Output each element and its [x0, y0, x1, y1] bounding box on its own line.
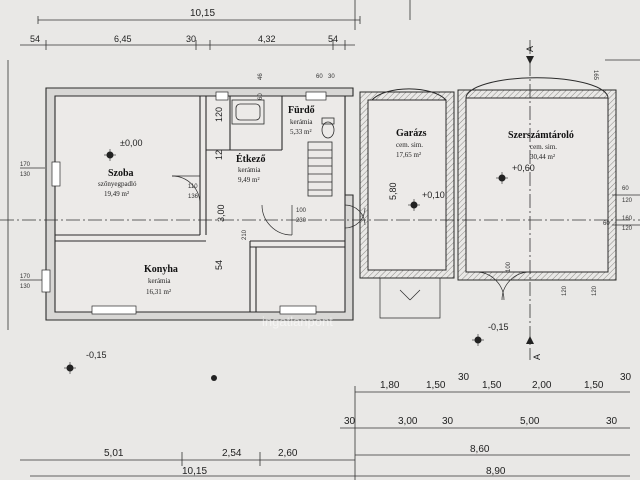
dim-win-100: 100	[506, 261, 512, 272]
dim-bottom-row2-e: 30	[606, 416, 618, 427]
dim-bottom-row1-g: 30	[620, 372, 632, 383]
dim-win-120-b: 120	[592, 285, 598, 296]
dim-right-60-b: 60	[603, 221, 610, 227]
dim-bottom-total-left: 10,15	[182, 466, 207, 477]
dim-right-60: 60	[622, 186, 629, 192]
dim-garazs-height: 5,80	[388, 182, 398, 200]
right-dimensions	[605, 59, 640, 226]
dim-left-170-b: 170	[20, 274, 31, 280]
room-material-konyha: kerámia	[148, 277, 171, 285]
room-name-furdo: Fürdő	[288, 105, 315, 116]
dim-top-right-30: 30	[328, 74, 335, 80]
room-name-garazs: Garázs	[396, 128, 427, 139]
dim-right-120: 120	[622, 198, 633, 204]
top-dimensions	[20, 0, 411, 50]
room-material-szoba: szőnyegpadló	[98, 180, 137, 188]
room-material-furdo: kerámia	[290, 118, 313, 126]
dim-top-54-left: 54	[30, 34, 40, 44]
dim-60-top: 60	[258, 93, 264, 100]
room-area-garazs: 17,65 m²	[396, 151, 421, 159]
dim-bottom-row2-a: 30	[344, 416, 356, 427]
left-dimensions	[7, 60, 45, 330]
dim-bottom-row1-e: 2,00	[532, 380, 552, 391]
dim-54: 54	[214, 260, 224, 270]
section-label-bottom: A	[532, 354, 542, 360]
interior-dimensions: 5,80 3,00 12 120 54 210 110 136 100 230 …	[188, 73, 598, 296]
dim-left-130-b: 130	[20, 284, 31, 290]
dim-win-120-a: 120	[562, 285, 568, 296]
dim-12: 12	[214, 150, 224, 160]
dim-door-100: 100	[296, 208, 307, 214]
dim-left-130-a: 130	[20, 172, 31, 178]
level-marker-crosses	[64, 149, 508, 374]
level-garazs: +0,10	[422, 190, 445, 200]
section-arrow-top	[526, 56, 534, 64]
room-labels: Szoba szőnyegpadló 19,49 m² Fürdő kerámi…	[98, 105, 574, 296]
level-outside-right: -0,15	[488, 322, 509, 332]
dim-210: 210	[242, 229, 248, 240]
room-name-etkezo: Étkező	[236, 153, 265, 165]
dim-bottom-row2-c: 30	[442, 416, 454, 427]
dim-top-right-165: 165	[592, 70, 598, 81]
level-szerszam: +0,60	[512, 163, 535, 173]
dim-bottom-row1-c: 30	[458, 372, 470, 383]
room-area-etkezo: 9,49 m²	[238, 176, 260, 184]
dim-top-seg-4: 54	[328, 34, 338, 44]
dim-bottom-row1-a: 1,80	[380, 380, 400, 391]
room-name-szerszam: Szerszámtároló	[508, 130, 574, 141]
dim-top-seg-3: 4,32	[258, 34, 276, 44]
dim-top-seg-1: 6,45	[114, 34, 132, 44]
room-area-szoba: 19,49 m²	[104, 190, 129, 198]
level-szoba: ±0,00	[120, 138, 142, 148]
dim-bottom-total-right: 8,90	[486, 466, 506, 477]
dim-left-170-a: 170	[20, 162, 31, 168]
dim-bottom-row3-c: 2,60	[278, 448, 298, 459]
section-label-top: A	[525, 46, 535, 52]
dim-bottom-row3-b: 2,54	[222, 448, 242, 459]
room-area-furdo: 5,33 m²	[290, 128, 312, 136]
dim-etkezo-300: 3,00	[216, 204, 226, 222]
room-material-garazs: cem. sim.	[396, 141, 423, 149]
dim-bottom-row1-d: 1,50	[482, 380, 502, 391]
section-arrow-bottom	[526, 336, 534, 344]
dim-door-230: 230	[296, 218, 307, 224]
section-line-a	[0, 40, 640, 360]
dim-right-120-b: 120	[622, 226, 633, 232]
dim-120: 120	[214, 107, 224, 122]
room-area-konyha: 16,31 m²	[146, 288, 171, 296]
outbuilding-walls	[359, 77, 617, 281]
dim-bottom-row1-f: 1,50	[584, 380, 604, 391]
dim-top-total: 10,15	[190, 8, 215, 19]
watermark-logo: ingatlanpont	[262, 314, 333, 329]
dim-top-right-60: 60	[316, 74, 323, 80]
room-name-konyha: Konyha	[144, 264, 178, 275]
bottom-dimension-lines	[20, 386, 630, 480]
room-area-szerszam: 30,44 m²	[530, 153, 555, 161]
room-name-szoba: Szoba	[108, 168, 134, 179]
room-material-szerszam: cem. sim.	[530, 143, 557, 151]
bathroom-fixtures	[231, 99, 335, 197]
dim-bottom-row3-d: 8,60	[470, 444, 490, 455]
dim-door-110: 110	[188, 184, 198, 190]
garage-door	[379, 271, 531, 319]
dim-door-136: 136	[188, 194, 199, 200]
dim-bottom-row2-d: 5,00	[520, 416, 540, 427]
room-material-etkezo: kerámia	[238, 166, 261, 174]
dim-bottom-row2-b: 3,00	[398, 416, 418, 427]
dim-46: 46	[258, 73, 264, 80]
windows	[41, 91, 327, 315]
dim-top-seg-2: 30	[186, 34, 196, 44]
dim-bottom-row1-b: 1,50	[426, 380, 446, 391]
dim-bottom-row3-a: 5,01	[104, 448, 124, 459]
dim-right-160: 160	[622, 216, 633, 222]
level-outside-left: -0,15	[86, 350, 107, 360]
